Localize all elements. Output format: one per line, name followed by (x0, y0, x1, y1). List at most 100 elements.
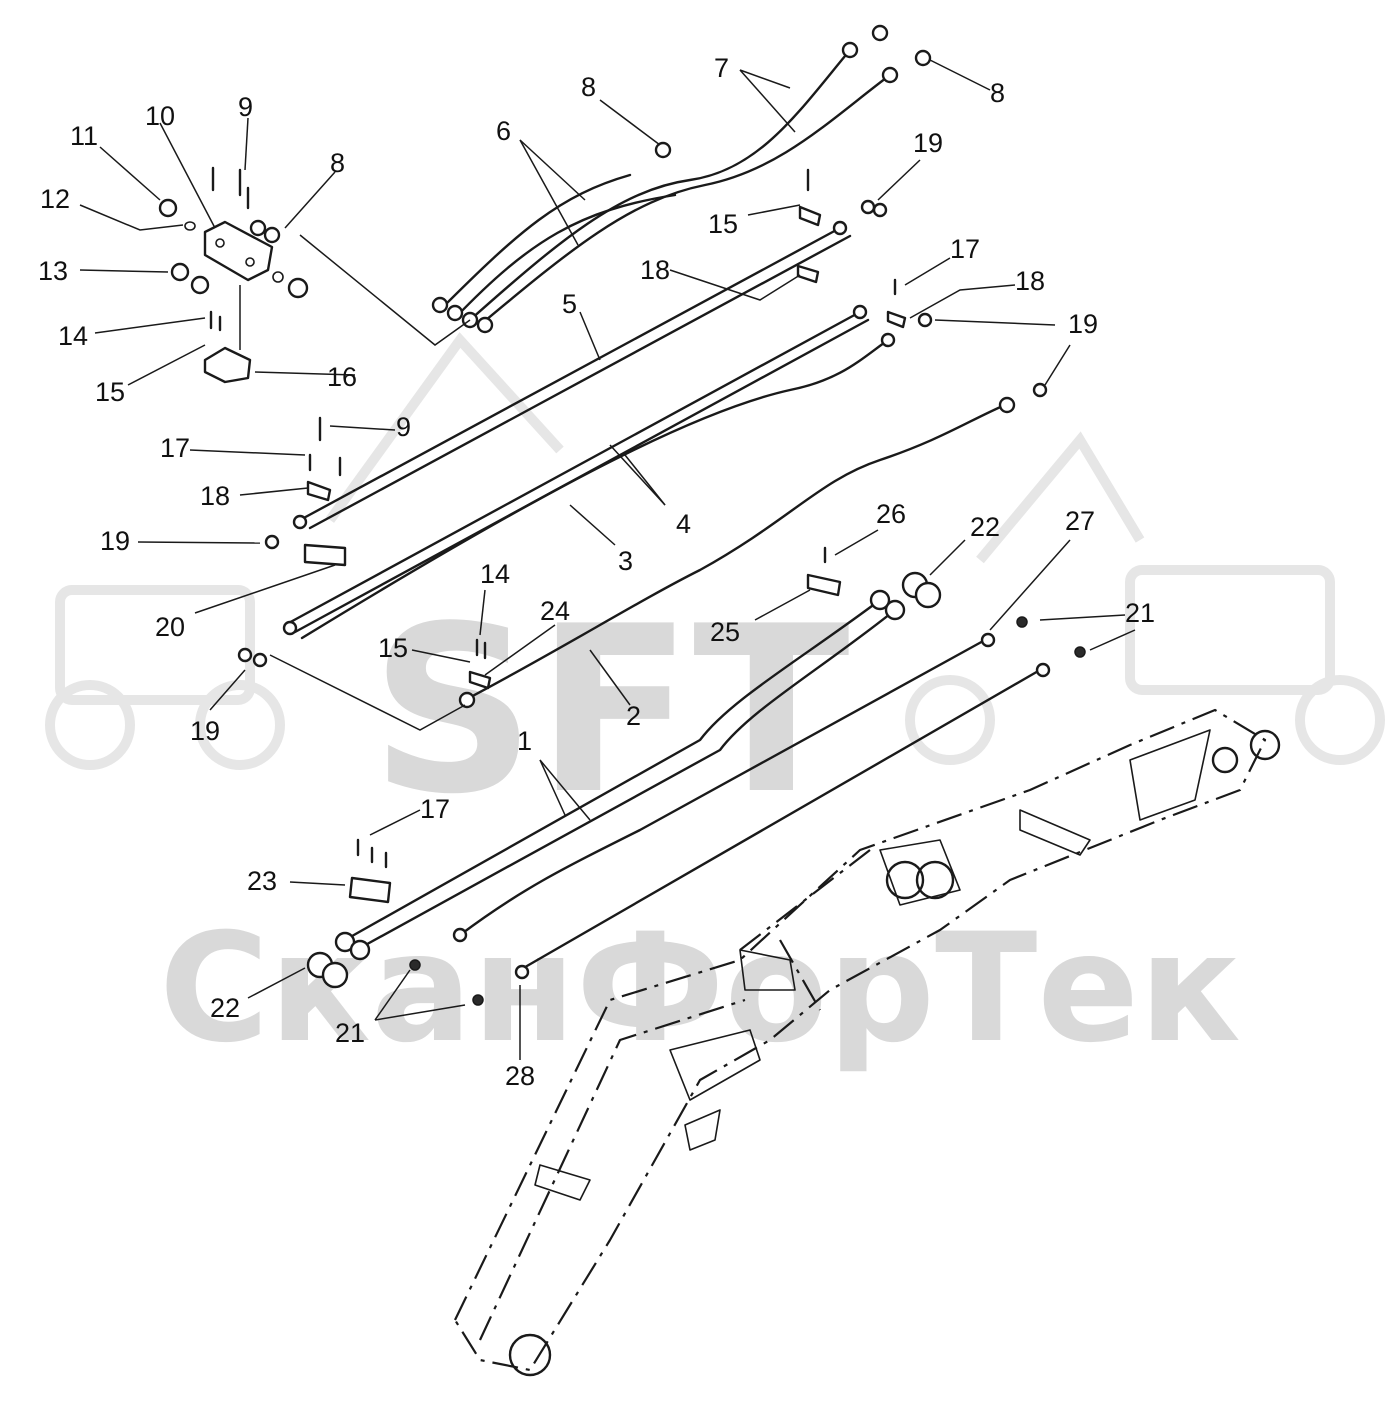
watermark-company: СканФорТек (159, 902, 1241, 1076)
pipe-end-icon (349, 939, 371, 961)
callout-18: 18 (1015, 266, 1045, 296)
fitting-19-icon (872, 202, 888, 218)
callout-9: 9 (238, 92, 253, 122)
hose-end-icon (1035, 662, 1051, 678)
hose-7 (468, 48, 852, 322)
callout-22: 22 (210, 993, 240, 1023)
clamp-18-icon (306, 480, 332, 502)
fitting-13-icon (190, 275, 210, 295)
callout-19: 19 (190, 716, 220, 746)
plug-21-icon (409, 959, 421, 971)
callout-14: 14 (58, 321, 88, 351)
callout-10: 10 (145, 101, 175, 131)
clamp-23-icon (348, 876, 392, 904)
callouts: 1 2 3 4 5 6 7 8 8 8 9 9 10 11 12 13 14 1… (38, 53, 1155, 1091)
callout-15: 15 (95, 377, 125, 407)
pipe-end-icon (832, 220, 848, 236)
hose-end-icon (452, 927, 468, 943)
callout-6: 6 (496, 116, 511, 146)
callout-24: 24 (540, 596, 570, 626)
arm-pin-icon (1249, 729, 1281, 761)
hose-6 (453, 193, 677, 320)
pipe-2 (463, 403, 1007, 702)
fitting-19-icon (264, 534, 280, 550)
boom-outline (453, 708, 1281, 1377)
plug-21-icon (472, 994, 484, 1006)
callout-19: 19 (1068, 309, 1098, 339)
hose-end-icon (476, 316, 494, 334)
hose-27 (458, 638, 987, 937)
callout-18: 18 (640, 255, 670, 285)
pipe-5 (298, 226, 842, 522)
callout-19: 19 (913, 128, 943, 158)
pipe-3 (283, 310, 862, 627)
hose-end-icon (841, 41, 859, 59)
boom-cylinder-pin-icon (915, 860, 955, 900)
callout-16: 16 (327, 362, 357, 392)
callout-15: 15 (378, 633, 408, 663)
callout-18: 18 (200, 481, 230, 511)
watermark-machine-left-icon (45, 332, 564, 770)
callout-22: 22 (970, 512, 1000, 542)
callout-5: 5 (562, 289, 577, 319)
boom-foot-pin-icon (508, 1333, 552, 1377)
callout-20: 20 (155, 612, 185, 642)
pipe-end-icon (884, 599, 906, 621)
fitting-19-icon (1032, 382, 1048, 398)
hose-7 (478, 73, 892, 327)
arm-pin-icon (1211, 746, 1239, 774)
callout-12: 12 (40, 184, 70, 214)
callout-11: 11 (70, 121, 98, 151)
hose-end-icon (514, 964, 530, 980)
leader-lines (79, 59, 1136, 1060)
callout-3: 3 (618, 546, 633, 576)
fitting-19-icon (252, 652, 268, 668)
callout-15: 15 (708, 209, 738, 239)
cap-nut-8-icon (871, 24, 889, 42)
block-10-icon (203, 220, 274, 282)
bracket-16-icon (203, 346, 252, 384)
bolts (209, 166, 897, 869)
pipe-end-icon (852, 304, 868, 320)
callout-27: 27 (1065, 506, 1095, 536)
clamp-25-icon (806, 573, 842, 597)
fitting-8-icon (249, 219, 267, 237)
fitting-19-icon (860, 199, 876, 215)
hoses (283, 48, 1042, 972)
fitting-19-icon (917, 312, 933, 328)
callout-2: 2 (626, 701, 641, 731)
flange-22-icon (321, 961, 349, 989)
fitting-13-icon (170, 262, 190, 282)
watermark-logo: SFT (370, 578, 850, 845)
pipe-end-icon (880, 332, 896, 348)
callout-1: 1 (517, 726, 532, 756)
fitting-8-icon (263, 226, 281, 244)
pipe-end-icon (998, 396, 1016, 414)
manifold-block (158, 198, 907, 904)
cap-nut-8-icon (914, 49, 932, 67)
clamp-18-icon (796, 264, 820, 284)
pipe-end-icon (292, 514, 308, 530)
watermark-machine-right-icon (905, 431, 1385, 765)
hose-6 (438, 173, 632, 312)
clamp-18-icon (798, 205, 822, 227)
callout-14: 14 (480, 559, 510, 589)
callout-21: 21 (335, 1018, 365, 1048)
callout-4: 4 (676, 509, 691, 539)
callout-8: 8 (990, 78, 1005, 108)
hose-end-icon (881, 66, 899, 84)
o-ring-12-icon (184, 221, 196, 231)
pipe-4 (300, 338, 890, 640)
clamp-24-icon (468, 670, 492, 690)
callout-28: 28 (505, 1061, 535, 1091)
clamp-18-icon (886, 310, 907, 329)
fitting-19-icon (237, 647, 253, 663)
callout-23: 23 (247, 866, 277, 896)
pipe-end-icon (282, 620, 298, 636)
pipe-5 (308, 234, 852, 530)
hose-end-icon (980, 632, 996, 648)
callout-9: 9 (396, 412, 411, 442)
callout-25: 25 (710, 617, 740, 647)
pipe-end-icon (869, 589, 891, 611)
